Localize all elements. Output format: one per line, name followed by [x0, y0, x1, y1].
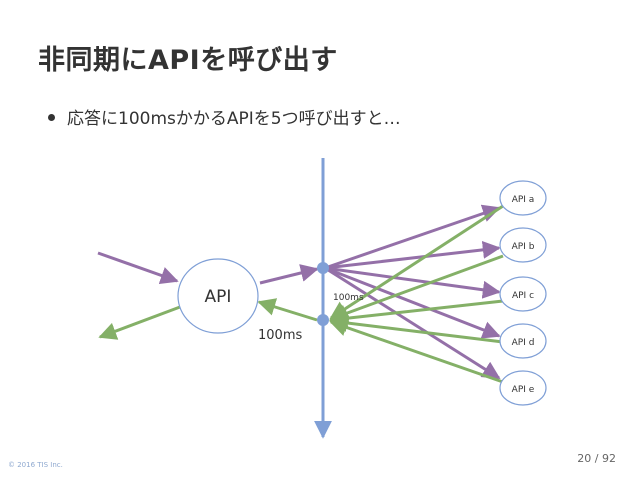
timeline-send-dot	[317, 262, 329, 274]
response-arrow-e	[329, 318, 504, 384]
api-node-c: API c	[499, 276, 547, 312]
api-node-b: API b	[499, 227, 547, 263]
footer-copyright: © 2016 TIS Inc.	[8, 461, 63, 469]
api-node-d: API d	[499, 323, 547, 359]
api-node-a-label: API a	[512, 195, 535, 205]
slide-title: 非同期にAPIを呼び出す	[38, 45, 338, 76]
timing-label-main: 100ms	[258, 328, 302, 343]
timeline-to-api-arrow	[257, 298, 318, 322]
api-node-a: API a	[499, 180, 547, 216]
api-to-timeline-arrow	[259, 264, 319, 285]
bullet-text: 応答に100msかかるAPIを5つ呼び出すと…	[67, 109, 401, 129]
response-arrow-b	[329, 254, 504, 322]
request-arrow-d	[324, 266, 501, 339]
request-arrow-c	[324, 266, 501, 299]
timing-label-parallel: 100ms	[333, 293, 364, 303]
central-api-node	[177, 258, 259, 334]
incoming-request-arrow	[97, 251, 179, 285]
response-arrow-d	[329, 314, 504, 344]
central-api-label: API	[205, 287, 232, 307]
response-arrow-c	[329, 299, 504, 328]
api-node-d-label: API d	[512, 338, 535, 348]
request-arrow-a	[324, 204, 501, 270]
request-arrow-e	[324, 266, 501, 380]
bullet-dot-icon	[48, 113, 55, 121]
response-arrow-a	[329, 204, 504, 320]
page-number: 20 / 92	[577, 452, 616, 465]
api-node-e: API e	[499, 370, 547, 406]
bullet-item: 応答に100msかかるAPIを5つ呼び出すと…	[48, 104, 401, 129]
outgoing-response-arrow	[98, 305, 181, 340]
api-node-c-label: API c	[512, 291, 534, 301]
api-node-e-label: API e	[512, 385, 535, 395]
request-arrow-b	[324, 240, 501, 270]
timeline-receive-dot	[317, 314, 329, 326]
api-node-b-label: API b	[512, 242, 535, 252]
